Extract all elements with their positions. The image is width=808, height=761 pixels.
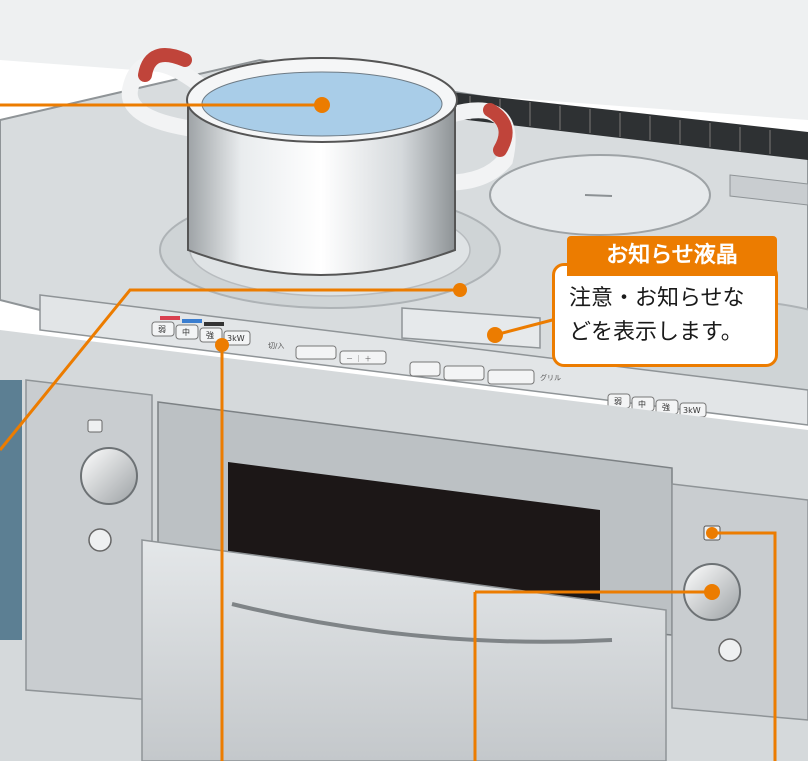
leader-dots	[215, 97, 720, 600]
svg-text:3kW: 3kW	[227, 334, 245, 343]
control-buttons-left: 弱 中 強 3kW	[151, 316, 251, 346]
mid-button[interactable]	[175, 324, 199, 340]
svg-text:－ ｜ ＋: － ｜ ＋	[346, 355, 371, 363]
callout-line-2: どを表示します。	[569, 320, 743, 345]
grill-button[interactable]	[409, 361, 441, 377]
grill-adjust-button[interactable]	[487, 369, 535, 385]
leader-surface	[0, 288, 460, 451]
right-small-button[interactable]	[718, 638, 742, 662]
svg-text:弱: 弱	[614, 397, 622, 406]
left-knob[interactable]	[80, 447, 138, 505]
left-small-button[interactable]	[88, 528, 112, 552]
callout-body: 注意・お知らせな どを表示します。	[552, 263, 778, 367]
top-right-panel	[729, 174, 808, 206]
counter-top	[0, 0, 808, 120]
leader-indicator	[712, 531, 777, 761]
notice-display-window	[401, 307, 541, 349]
weak-button[interactable]	[151, 321, 175, 337]
leader-lines	[0, 103, 777, 761]
rear-vent	[450, 92, 808, 160]
svg-text:強: 強	[206, 330, 214, 340]
grill-select-button[interactable]	[443, 365, 485, 381]
leader-display	[494, 316, 561, 337]
grill-minus-plus[interactable]	[339, 350, 387, 365]
svg-text:中: 中	[638, 399, 646, 409]
pot-left-handle	[121, 55, 205, 138]
svg-text:弱: 弱	[158, 325, 166, 334]
svg-text:3kW: 3kW	[683, 406, 701, 415]
left-indicator	[87, 419, 103, 433]
callout-line-1: 注意・お知らせな	[569, 286, 745, 311]
callout-title: お知らせ液晶	[567, 236, 777, 276]
strong-button[interactable]	[199, 327, 223, 343]
svg-text:中: 中	[182, 327, 190, 337]
drawer-handle[interactable]	[231, 602, 613, 644]
3kw-button[interactable]	[223, 330, 251, 346]
grill-left-button[interactable]	[295, 345, 337, 360]
left-edge-panel	[0, 380, 22, 640]
control-buttons-mid: 切/入 － ｜ ＋ グリル	[268, 342, 561, 385]
svg-text:強: 強	[662, 402, 670, 412]
svg-text:グリル: グリル	[540, 373, 561, 382]
svg-text:切/入: 切/入	[268, 342, 284, 350]
grill-drawer	[141, 539, 667, 761]
